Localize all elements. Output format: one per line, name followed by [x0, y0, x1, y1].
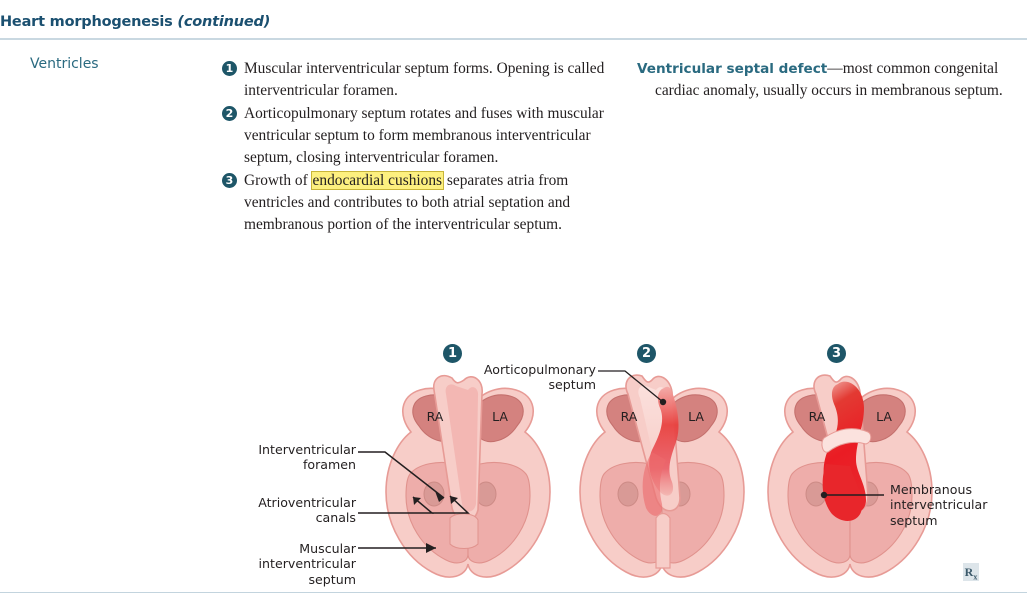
- middle-column: 1 Muscular interventricular septum forms…: [222, 58, 627, 237]
- figure-panel-number-2: 2: [637, 344, 656, 363]
- label-line: septum: [308, 571, 357, 587]
- figure-panel-number-1: 1: [443, 344, 462, 363]
- rx-icon-sub: x: [973, 572, 978, 582]
- chamber-label-ra: RA: [427, 409, 444, 424]
- figure-heart-septation: 1 2 3: [0, 330, 1027, 592]
- heart-panel-1: RA LA: [385, 374, 551, 578]
- list-item-text-after: separates atria from ventricles and cont…: [244, 171, 571, 234]
- label-line: interventricular: [890, 497, 988, 513]
- step-badge-3: 3: [222, 172, 237, 188]
- heart-panel-3: RA LA: [767, 374, 933, 578]
- vsd-entry: Ventricular septal defect—most common co…: [637, 58, 1019, 103]
- right-column: Ventricular septal defect—most common co…: [637, 58, 1019, 103]
- step-badge-2: 2: [222, 105, 237, 121]
- chamber-label-ra: RA: [809, 409, 826, 424]
- label-line: canals: [315, 510, 356, 526]
- rx-icon-letter: R: [964, 565, 974, 579]
- label-line: Atrioventricular: [258, 495, 356, 510]
- page-title-continued: (continued): [177, 14, 271, 30]
- figure-panel-number-3: 3: [827, 344, 846, 363]
- list-item-text: Aorticopulmonary septum rotates and fuse…: [244, 104, 604, 167]
- highlighted-term: endocardial cushions: [310, 170, 445, 190]
- list-item: 3 Growth of endocardial cushions separat…: [222, 170, 627, 237]
- heart-diagrams-svg: RA LA RA LA: [358, 370, 933, 578]
- rx-icon: Rx: [963, 563, 979, 581]
- list-item: 1 Muscular interventricular septum forms…: [222, 58, 627, 103]
- figure-label-interventricular-foramen: Interventricular foramen: [180, 442, 356, 473]
- label-line: foramen: [302, 457, 356, 473]
- row-label-ventricles: Ventricles: [30, 56, 99, 72]
- figure-label-membranous-interventricular-septum: Membranous interventricular septum: [890, 482, 1025, 528]
- vsd-term: Ventricular septal defect: [637, 61, 828, 77]
- label-line: Aorticopulmonary: [483, 362, 596, 377]
- chamber-label-ra: RA: [621, 409, 638, 424]
- header-divider: [0, 38, 1027, 40]
- heart-panel-2: RA LA: [579, 374, 745, 578]
- label-line: interventricular: [258, 556, 356, 572]
- list-item-text-before: Growth of: [244, 171, 312, 189]
- chamber-label-la: LA: [688, 409, 704, 424]
- figure-label-atrioventricular-canals: Atrioventricular canals: [180, 495, 356, 526]
- label-line: Membranous: [890, 482, 973, 497]
- list-item-text: Muscular interventricular septum forms. …: [244, 60, 605, 100]
- step-badge-1: 1: [222, 61, 237, 76]
- page-header: Heart morphogenesis (continued): [0, 14, 1027, 36]
- chamber-label-la: LA: [492, 409, 508, 424]
- vsd-description: —most common congenital cardiac anomaly,…: [655, 60, 1003, 100]
- leader-lines: [358, 370, 884, 553]
- page-title-main: Heart morphogenesis: [0, 14, 178, 30]
- label-line: septum: [548, 377, 597, 393]
- figure-label-muscular-interventricular-septum: Muscular interventricular septum: [160, 541, 356, 587]
- list-item: 2 Aorticopulmonary septum rotates and fu…: [222, 103, 627, 170]
- page-title: Heart morphogenesis (continued): [0, 14, 1027, 30]
- footer-divider: [0, 592, 1027, 593]
- label-line: Interventricular: [258, 442, 356, 457]
- figure-label-aorticopulmonary-septum: Aorticopulmonary septum: [452, 362, 596, 393]
- label-line: septum: [890, 512, 938, 528]
- chamber-label-la: LA: [876, 409, 892, 424]
- label-line: Muscular: [299, 541, 356, 556]
